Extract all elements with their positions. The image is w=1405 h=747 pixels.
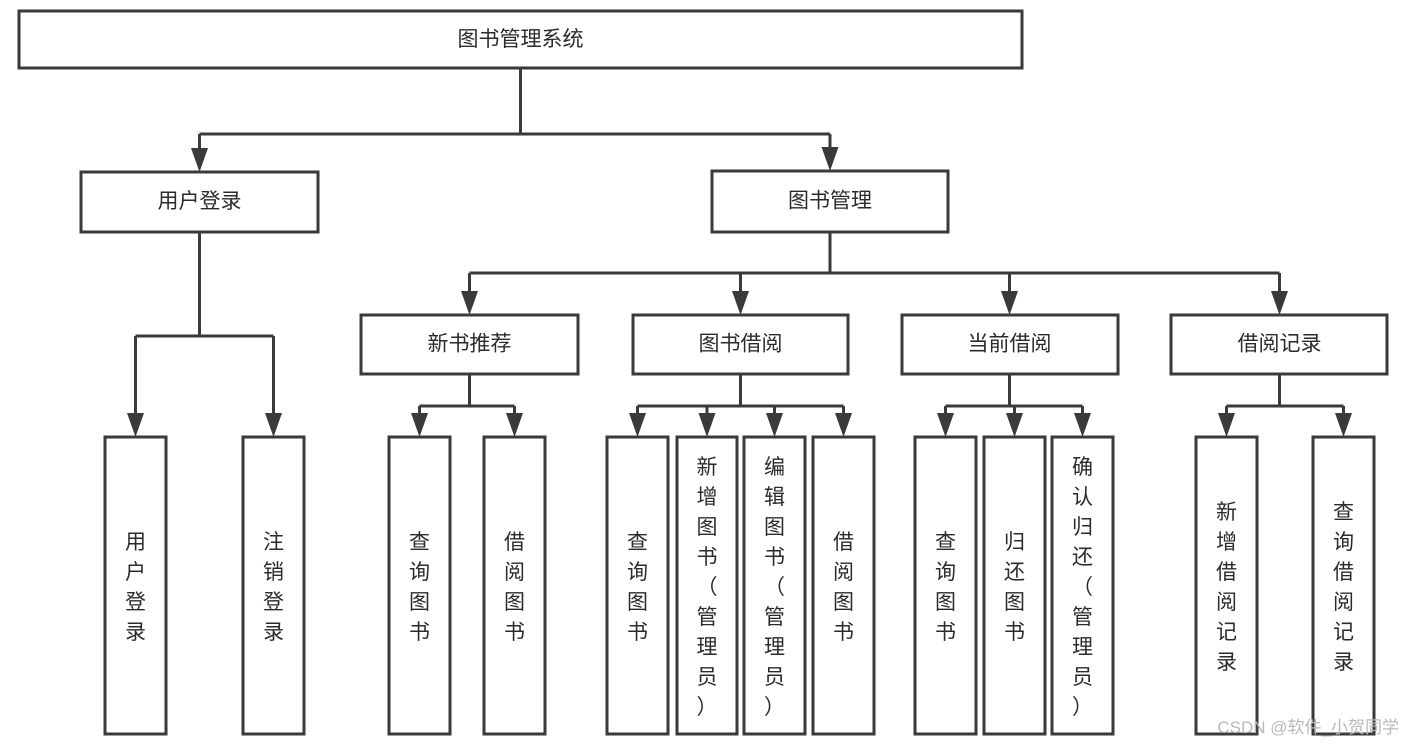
csdn-watermark: CSDN @软件_小贺同学 bbox=[1217, 718, 1399, 737]
node-leaf-return-book[interactable]: 归还图书 bbox=[982, 435, 1047, 736]
node-leaf-add-borrow-record-label: 新增借阅记录 bbox=[1216, 501, 1237, 674]
node-user-login[interactable]: 用户登录 bbox=[79, 170, 320, 234]
arrowhead-leaf-query-book-current bbox=[937, 413, 954, 437]
node-borrow-record[interactable]: 借阅记录 bbox=[1169, 313, 1389, 376]
node-leaf-user-login-label: 用户登录 bbox=[125, 531, 146, 644]
node-book-management[interactable]: 图书管理 bbox=[710, 169, 950, 234]
arrowhead-leaf-add-borrow-record bbox=[1218, 413, 1235, 437]
node-leaf-query-book-recommend-box[interactable] bbox=[387, 435, 452, 736]
node-leaf-confirm-return-label: 确认归还（管理员） bbox=[1072, 456, 1093, 719]
arrowhead-leaf-borrow-book-recommend bbox=[506, 413, 523, 437]
node-borrow-record-label: 借阅记录 bbox=[1238, 333, 1322, 356]
arrowhead-current-borrow bbox=[1001, 291, 1018, 315]
node-new-book-recommend-label: 新书推荐 bbox=[428, 333, 512, 356]
node-leaf-edit-book[interactable]: 编辑图书（管理员） bbox=[742, 435, 807, 736]
node-book-management-box[interactable] bbox=[710, 169, 950, 234]
leaf-nodes-layer: 用户登录 注销登录 查询图书 借阅图书 查询图书 新增图书（管理员） bbox=[103, 435, 1376, 736]
node-leaf-add-book[interactable]: 新增图书（管理员） bbox=[675, 435, 739, 736]
node-root-label: 图书管理系统 bbox=[458, 28, 584, 51]
node-leaf-confirm-return-box[interactable] bbox=[1050, 435, 1115, 736]
node-new-book-recommend[interactable]: 新书推荐 bbox=[359, 313, 580, 376]
node-leaf-edit-book-box[interactable] bbox=[742, 435, 807, 736]
node-current-borrow-label: 当前借阅 bbox=[968, 333, 1052, 356]
node-book-borrow[interactable]: 图书借阅 bbox=[631, 313, 850, 376]
node-user-login-box[interactable] bbox=[79, 170, 320, 234]
node-leaf-logout-label: 注销登录 bbox=[263, 531, 284, 644]
arrowhead-leaf-edit-book bbox=[766, 413, 783, 437]
arrowhead-leaf-confirm-return bbox=[1074, 413, 1091, 437]
connector-layer bbox=[127, 68, 1352, 437]
node-leaf-query-book-borrow-box[interactable] bbox=[605, 435, 670, 736]
arrowhead-leaf-logout bbox=[265, 413, 282, 437]
node-leaf-query-book-current-box[interactable] bbox=[913, 435, 978, 736]
node-leaf-query-borrow-record-label: 查询借阅记录 bbox=[1333, 501, 1354, 674]
node-leaf-query-borrow-record[interactable]: 查询借阅记录 bbox=[1311, 435, 1376, 736]
node-leaf-query-borrow-record-box[interactable] bbox=[1311, 435, 1376, 736]
node-leaf-user-login[interactable]: 用户登录 bbox=[103, 435, 168, 736]
node-book-borrow-box[interactable] bbox=[631, 313, 850, 376]
node-leaf-edit-book-label: 编辑图书（管理员） bbox=[764, 456, 785, 719]
node-leaf-user-login-box[interactable] bbox=[103, 435, 168, 736]
arrowhead-leaf-return-book bbox=[1006, 413, 1023, 437]
node-leaf-logout[interactable]: 注销登录 bbox=[241, 435, 306, 736]
node-leaf-query-book-current-label: 查询图书 bbox=[935, 531, 956, 644]
node-user-login-label: 用户登录 bbox=[158, 190, 242, 213]
node-leaf-borrow-book-recommend-label: 借阅图书 bbox=[504, 531, 525, 644]
node-leaf-add-borrow-record-box[interactable] bbox=[1194, 435, 1259, 736]
node-leaf-confirm-return[interactable]: 确认归还（管理员） bbox=[1050, 435, 1115, 736]
node-new-book-recommend-box[interactable] bbox=[359, 313, 580, 376]
node-leaf-return-book-label: 归还图书 bbox=[1004, 531, 1025, 644]
arrowhead-leaf-borrow-book bbox=[835, 413, 852, 437]
node-leaf-return-book-box[interactable] bbox=[982, 435, 1047, 736]
node-borrow-record-box[interactable] bbox=[1169, 313, 1389, 376]
node-leaf-add-book-box[interactable] bbox=[675, 435, 739, 736]
node-leaf-borrow-book[interactable]: 借阅图书 bbox=[811, 435, 876, 736]
node-current-borrow[interactable]: 当前借阅 bbox=[900, 313, 1120, 376]
node-root-box[interactable] bbox=[17, 9, 1024, 70]
arrowhead-leaf-query-borrow-record bbox=[1335, 413, 1352, 437]
node-leaf-query-book-recommend[interactable]: 查询图书 bbox=[387, 435, 452, 736]
node-root[interactable]: 图书管理系统 bbox=[17, 9, 1024, 70]
node-leaf-borrow-book-box[interactable] bbox=[811, 435, 876, 736]
arrowhead-leaf-user-login bbox=[127, 413, 144, 437]
node-leaf-add-book-label: 新增图书（管理员） bbox=[697, 456, 718, 719]
arrowhead-user-login bbox=[191, 148, 208, 172]
arrowhead-leaf-query-book-recommend bbox=[411, 413, 428, 437]
node-leaf-query-book-current[interactable]: 查询图书 bbox=[913, 435, 978, 736]
node-leaf-borrow-book-recommend[interactable]: 借阅图书 bbox=[482, 435, 547, 736]
arrowhead-book-borrow bbox=[732, 291, 749, 315]
node-leaf-borrow-book-recommend-box[interactable] bbox=[482, 435, 547, 736]
node-book-management-label: 图书管理 bbox=[788, 190, 872, 213]
node-leaf-query-book-recommend-label: 查询图书 bbox=[409, 531, 430, 644]
node-leaf-query-book-borrow-label: 查询图书 bbox=[627, 531, 648, 644]
node-current-borrow-box[interactable] bbox=[900, 313, 1120, 376]
node-leaf-add-borrow-record[interactable]: 新增借阅记录 bbox=[1194, 435, 1259, 736]
arrowhead-borrow-record bbox=[1271, 291, 1288, 315]
arrowhead-leaf-query-book-borrow bbox=[629, 413, 646, 437]
arrowhead-new-book-recommend bbox=[461, 291, 478, 315]
node-leaf-logout-box[interactable] bbox=[241, 435, 306, 736]
node-book-borrow-label: 图书借阅 bbox=[699, 333, 783, 356]
arrowhead-book-management bbox=[821, 147, 839, 171]
node-leaf-query-book-borrow[interactable]: 查询图书 bbox=[605, 435, 670, 736]
arrowhead-leaf-add-book bbox=[698, 413, 716, 437]
node-leaf-borrow-book-label: 借阅图书 bbox=[833, 531, 854, 644]
